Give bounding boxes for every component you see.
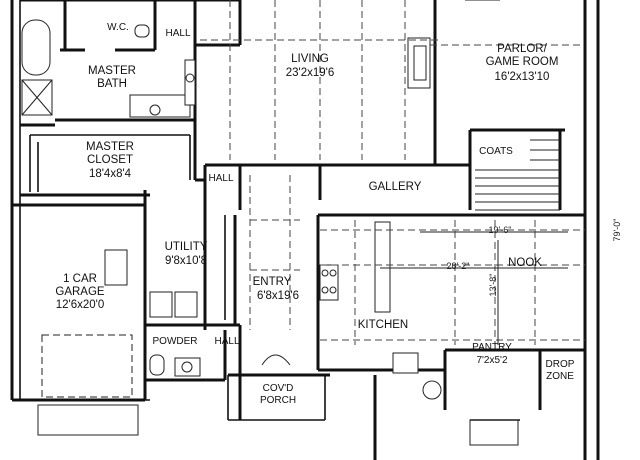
room-labels: W.C. HALL LIVING 23'2x19'6 PARLOR/ GAME …: [55, 22, 574, 406]
parlor-name-1: PARLOR/: [497, 43, 547, 55]
entry-name: ENTRY: [253, 276, 292, 288]
nook-label: NOOK: [508, 257, 542, 269]
nook-span-dim: 28'-2": [447, 261, 470, 271]
kitchen-nook-walls: [319, 220, 585, 460]
stairs: [475, 139, 560, 211]
porch-name-2: PORCH: [260, 395, 296, 406]
garage-name-2: GARAGE: [55, 286, 105, 298]
living-ceiling-lines: [200, 0, 580, 330]
master-closet-name-1: MASTER: [86, 141, 134, 153]
garage-utility-walls: [41, 190, 240, 398]
drop-zone-name-1: DROP: [546, 359, 575, 370]
hall-mid-label: HALL: [208, 173, 233, 184]
porch-name-1: COV'D: [263, 383, 294, 394]
kitchen-label: KITCHEN: [358, 319, 408, 331]
dimension-labels: 79'-0" 19'-6" 28'-2" 13'-8": [447, 219, 622, 297]
living-gallery-walls: [195, 0, 585, 330]
garage-name-1: 1 CAR: [63, 273, 97, 285]
kitchen-width-dim: 19'-6": [489, 225, 512, 235]
overall-depth-dim: 79'-0": [612, 219, 622, 242]
coats-label: COATS: [479, 146, 513, 157]
garage-size: 12'6x20'0: [56, 299, 105, 311]
gallery-label: GALLERY: [369, 181, 422, 193]
master-suite-walls: [20, 0, 240, 197]
parlor-size: 16'2x13'10: [495, 71, 550, 83]
living-name: LIVING: [291, 53, 329, 65]
drop-zone-name-2: ZONE: [546, 371, 574, 382]
entry-size: 6'8x19'6: [257, 290, 299, 302]
pantry-size: 7'2x5'2: [476, 355, 508, 366]
parlor-name-2: GAME ROOM: [486, 56, 559, 68]
hall-top-label: HALL: [165, 28, 190, 39]
master-bath-name-2: BATH: [97, 78, 127, 90]
kitchen-depth-dim: 13'-8": [488, 274, 498, 297]
wc-label: W.C.: [107, 22, 129, 33]
master-closet-size: 18'4x8'4: [89, 168, 132, 180]
master-bath-name-1: MASTER: [88, 65, 136, 77]
utility-name: UTILITY: [165, 241, 208, 253]
master-closet-name-2: CLOSET: [87, 154, 133, 166]
utility-size: 9'8x10'8: [165, 255, 207, 267]
entry-porch-walls: [227, 215, 330, 421]
powder-label: POWDER: [153, 336, 198, 347]
pantry-name: PANTRY: [472, 342, 512, 353]
hall-low-label: HALL: [214, 336, 239, 347]
living-size: 23'2x19'6: [286, 67, 335, 79]
